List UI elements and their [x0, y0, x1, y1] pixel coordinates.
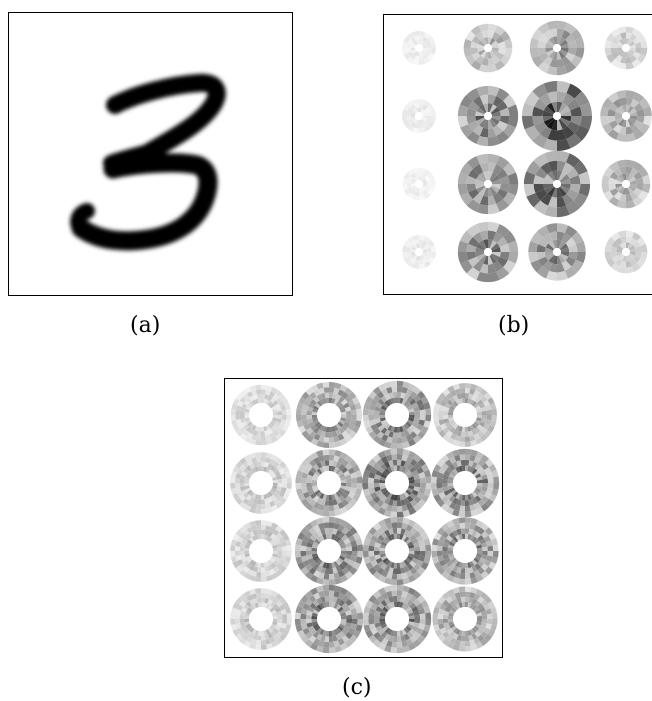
panel-c-fine-filters [224, 378, 503, 658]
coarse-polar-grid [402, 20, 652, 283]
filter-cell-r3-c0 [402, 235, 436, 269]
filter-cell-r3-c3 [604, 230, 648, 274]
filter-cell-r2-c3 [601, 159, 651, 209]
filter-cell-r3-c3 [432, 586, 498, 652]
filter-cell-r2-c1 [294, 516, 364, 586]
filter-cell-r0-c1 [463, 23, 513, 73]
panel-a-digit-image [8, 12, 293, 296]
caption-c: (c) [342, 675, 372, 700]
filter-cell-r0-c1 [295, 381, 363, 449]
filter-cell-r0-c0 [402, 31, 436, 65]
filter-cell-r0-c2 [362, 380, 432, 450]
panel-b-coarse-filters [383, 14, 652, 295]
filter-cell-r3-c2 [528, 223, 586, 281]
filter-cell-r3-c2 [362, 584, 432, 654]
filter-cell-r2-c2 [362, 516, 432, 586]
filter-cell-r0-c3 [604, 26, 648, 70]
filter-cell-r2-c1 [457, 153, 519, 215]
filter-cell-r0-c0 [230, 384, 292, 446]
caption-a: (a) [130, 313, 161, 338]
filter-cell-r2-c0 [230, 520, 292, 582]
filter-cell-r1-c2 [522, 81, 592, 151]
filter-cell-r1-c1 [457, 85, 519, 147]
filter-cell-r2-c2 [523, 150, 591, 218]
filter-cell-r3-c1 [294, 584, 364, 654]
filter-cell-r3-c1 [457, 221, 519, 283]
filter-cell-r0-c2 [529, 20, 585, 76]
caption-b: (b) [498, 313, 530, 338]
digit-three-glyph [70, 73, 226, 251]
filter-cell-r1-c3 [430, 448, 500, 518]
filter-cell-r2-c3 [431, 517, 499, 585]
filter-cell-r1-c3 [600, 90, 652, 142]
filter-cell-r0-c3 [433, 383, 497, 447]
filter-cell-r1-c2 [362, 448, 432, 518]
fine-polar-grid [230, 380, 500, 654]
filter-cell-r3-c0 [230, 588, 292, 650]
filter-cell-r1-c0 [230, 452, 292, 514]
filter-cell-r1-c0 [402, 99, 436, 133]
filter-cell-r1-c1 [295, 449, 363, 517]
filter-cell-r2-c0 [402, 167, 436, 201]
